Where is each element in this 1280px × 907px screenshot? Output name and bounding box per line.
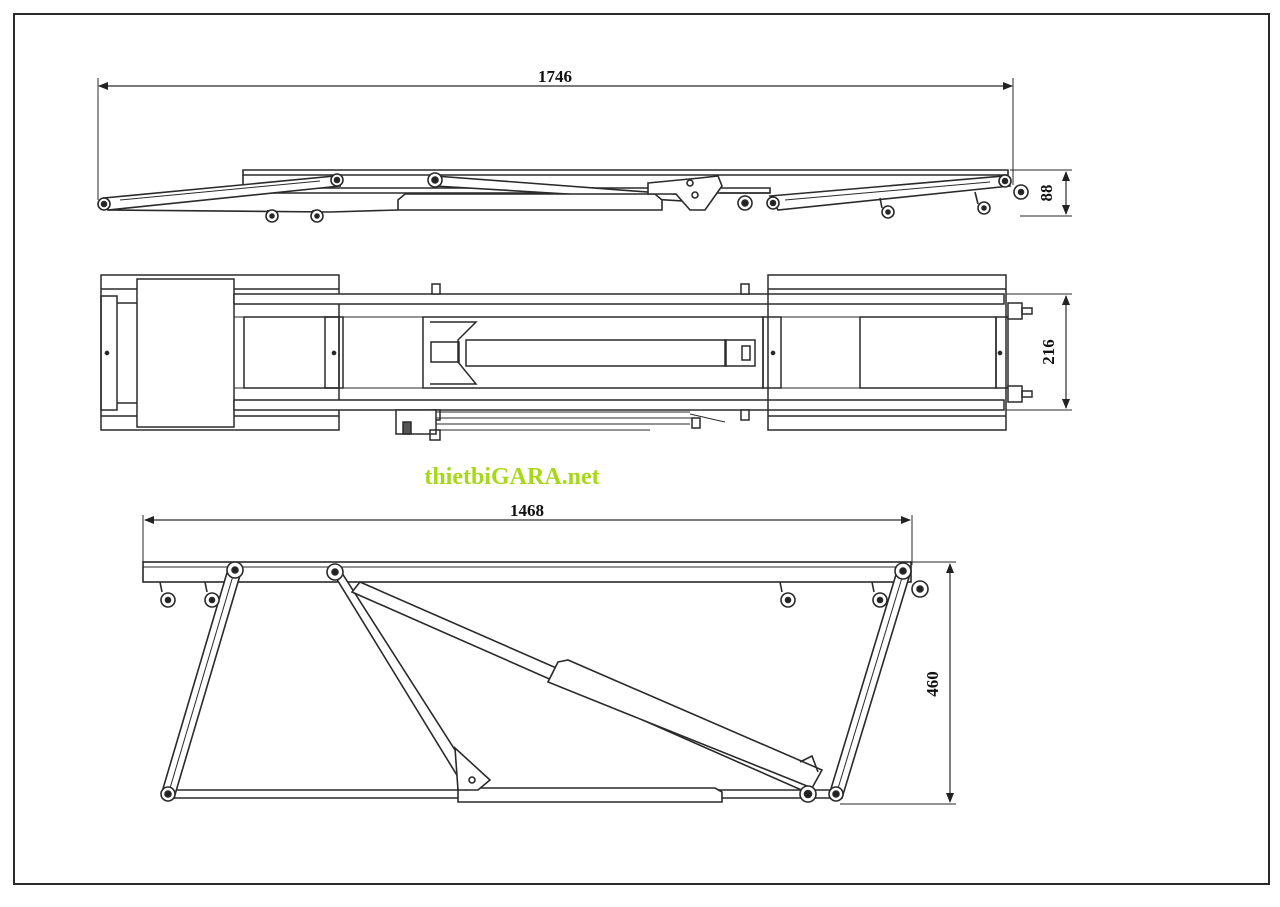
dim-label-1468: 1468	[510, 501, 544, 520]
top-view	[100, 274, 1072, 441]
side-view-collapsed	[97, 78, 1072, 223]
watermark-text: thietbiGARA.net	[424, 464, 599, 490]
dim-label-88: 88	[1037, 185, 1056, 202]
dim-label-460: 460	[923, 671, 942, 697]
dim-label-1746: 1746	[538, 67, 572, 86]
side-view-raised	[142, 515, 956, 805]
ramp-plate	[136, 278, 235, 428]
sheet-border	[13, 13, 1270, 885]
dim-label-216: 216	[1039, 339, 1058, 365]
